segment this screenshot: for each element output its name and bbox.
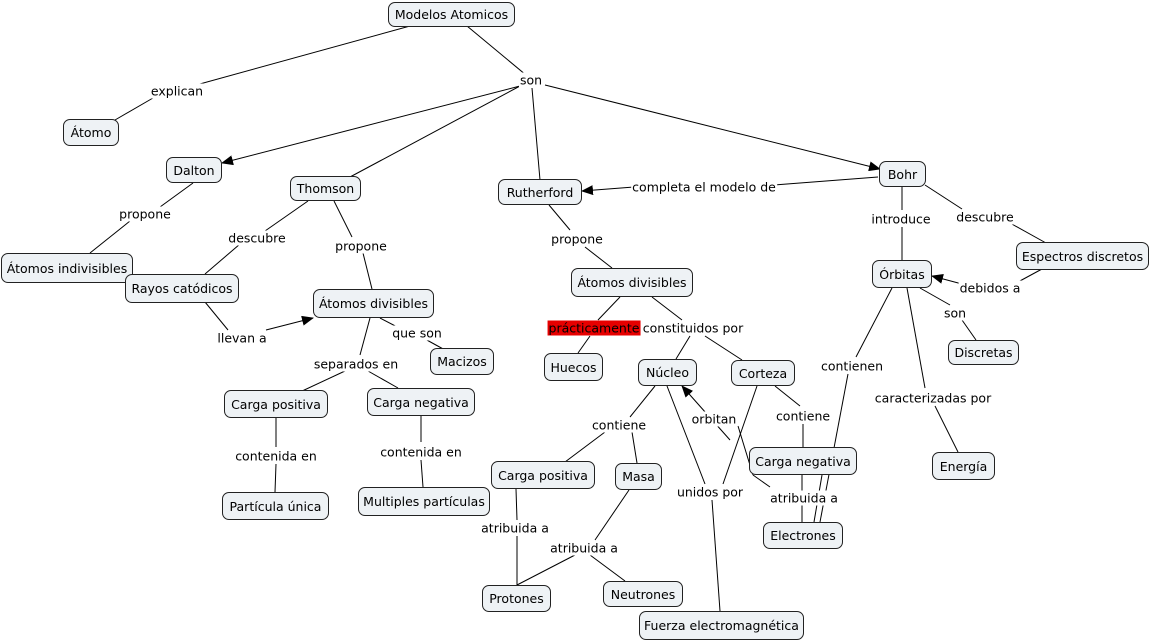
node-orbitas[interactable]: Órbitas xyxy=(872,260,932,288)
node-masa[interactable]: Masa xyxy=(615,463,662,490)
link-contiene-nucleo: contiene xyxy=(590,417,648,433)
link-atribuida-a-1: atribuida a xyxy=(480,520,550,536)
link-contienen: contienen xyxy=(819,358,885,374)
link-propone-rutherford: propone xyxy=(550,231,604,247)
link-separados-en: separados en xyxy=(312,356,400,372)
link-propone-thomson: propone xyxy=(334,238,388,254)
node-protones[interactable]: Protones xyxy=(482,585,551,612)
node-particula-unica[interactable]: Partícula única xyxy=(222,492,329,520)
node-bohr[interactable]: Bohr xyxy=(879,161,926,187)
node-thomson[interactable]: Thomson xyxy=(290,176,361,201)
link-constituidos-por: constituidos por xyxy=(641,320,745,336)
node-espectros-discretos[interactable]: Espectros discretos xyxy=(1016,242,1149,270)
node-atomo[interactable]: Átomo xyxy=(63,119,119,146)
link-contenida-en-2: contenida en xyxy=(379,444,463,460)
node-carga-negativa-rutherford[interactable]: Carga negativa xyxy=(749,447,857,475)
node-huecos[interactable]: Huecos xyxy=(544,353,603,381)
node-multiples-particulas[interactable]: Multiples partículas xyxy=(358,487,490,516)
node-atomos-divisibles-thomson[interactable]: Átomos divisibles xyxy=(313,289,434,318)
link-introduce: introduce xyxy=(870,211,932,227)
node-atomos-indivisibles[interactable]: Átomos indivisibles xyxy=(1,253,133,283)
node-nucleo[interactable]: Núcleo xyxy=(638,359,697,386)
node-carga-positiva-thomson[interactable]: Carga positiva xyxy=(224,390,328,418)
node-dalton[interactable]: Dalton xyxy=(166,157,222,183)
node-rayos-catodicos[interactable]: Rayos catódicos xyxy=(125,274,239,303)
node-rutherford[interactable]: Rutherford xyxy=(498,179,582,205)
link-descubre-bohr: descubre xyxy=(955,209,1015,225)
link-son: son xyxy=(518,72,544,88)
link-descubre-thomson: descubre xyxy=(227,230,287,246)
node-corteza[interactable]: Corteza xyxy=(731,360,795,386)
node-neutrones[interactable]: Neutrones xyxy=(603,581,683,607)
link-caracterizadas-por: caracterizadas por xyxy=(873,390,993,406)
node-energia[interactable]: Energía xyxy=(932,452,995,480)
link-que-son: que son xyxy=(391,325,443,341)
link-explican: explican xyxy=(149,83,205,99)
link-unidos-por: unidos por xyxy=(675,484,745,500)
link-completa-el-modelo: completa el modelo de xyxy=(631,179,777,195)
link-debidos-a: debidos a xyxy=(958,280,1022,296)
link-contenida-en-1: contenida en xyxy=(234,448,318,464)
node-modelos-atomicos[interactable]: Modelos Atomicos xyxy=(388,2,515,27)
link-atribuida-a-3: atribuida a xyxy=(769,490,839,506)
node-fuerza-electromagnetica[interactable]: Fuerza electromagnética xyxy=(639,611,804,640)
node-electrones[interactable]: Electrones xyxy=(763,522,843,549)
link-atribuida-a-2: atribuida a xyxy=(549,540,619,556)
link-orbitan: orbitan xyxy=(690,411,738,427)
link-son-bohr: son xyxy=(942,305,968,321)
node-macizos[interactable]: Macizos xyxy=(430,348,494,375)
link-practicamente: prácticamente xyxy=(547,320,641,336)
link-propone-dalton: propone xyxy=(118,206,172,222)
link-contiene-corteza: contiene xyxy=(774,408,832,424)
node-carga-positiva-rutherford[interactable]: Carga positiva xyxy=(491,461,595,489)
link-llevan-a: llevan a xyxy=(216,330,268,346)
node-discretas[interactable]: Discretas xyxy=(948,340,1019,365)
node-carga-negativa-thomson[interactable]: Carga negativa xyxy=(367,388,475,416)
node-atomos-divisibles-rutherford[interactable]: Átomos divisibles xyxy=(571,268,693,297)
